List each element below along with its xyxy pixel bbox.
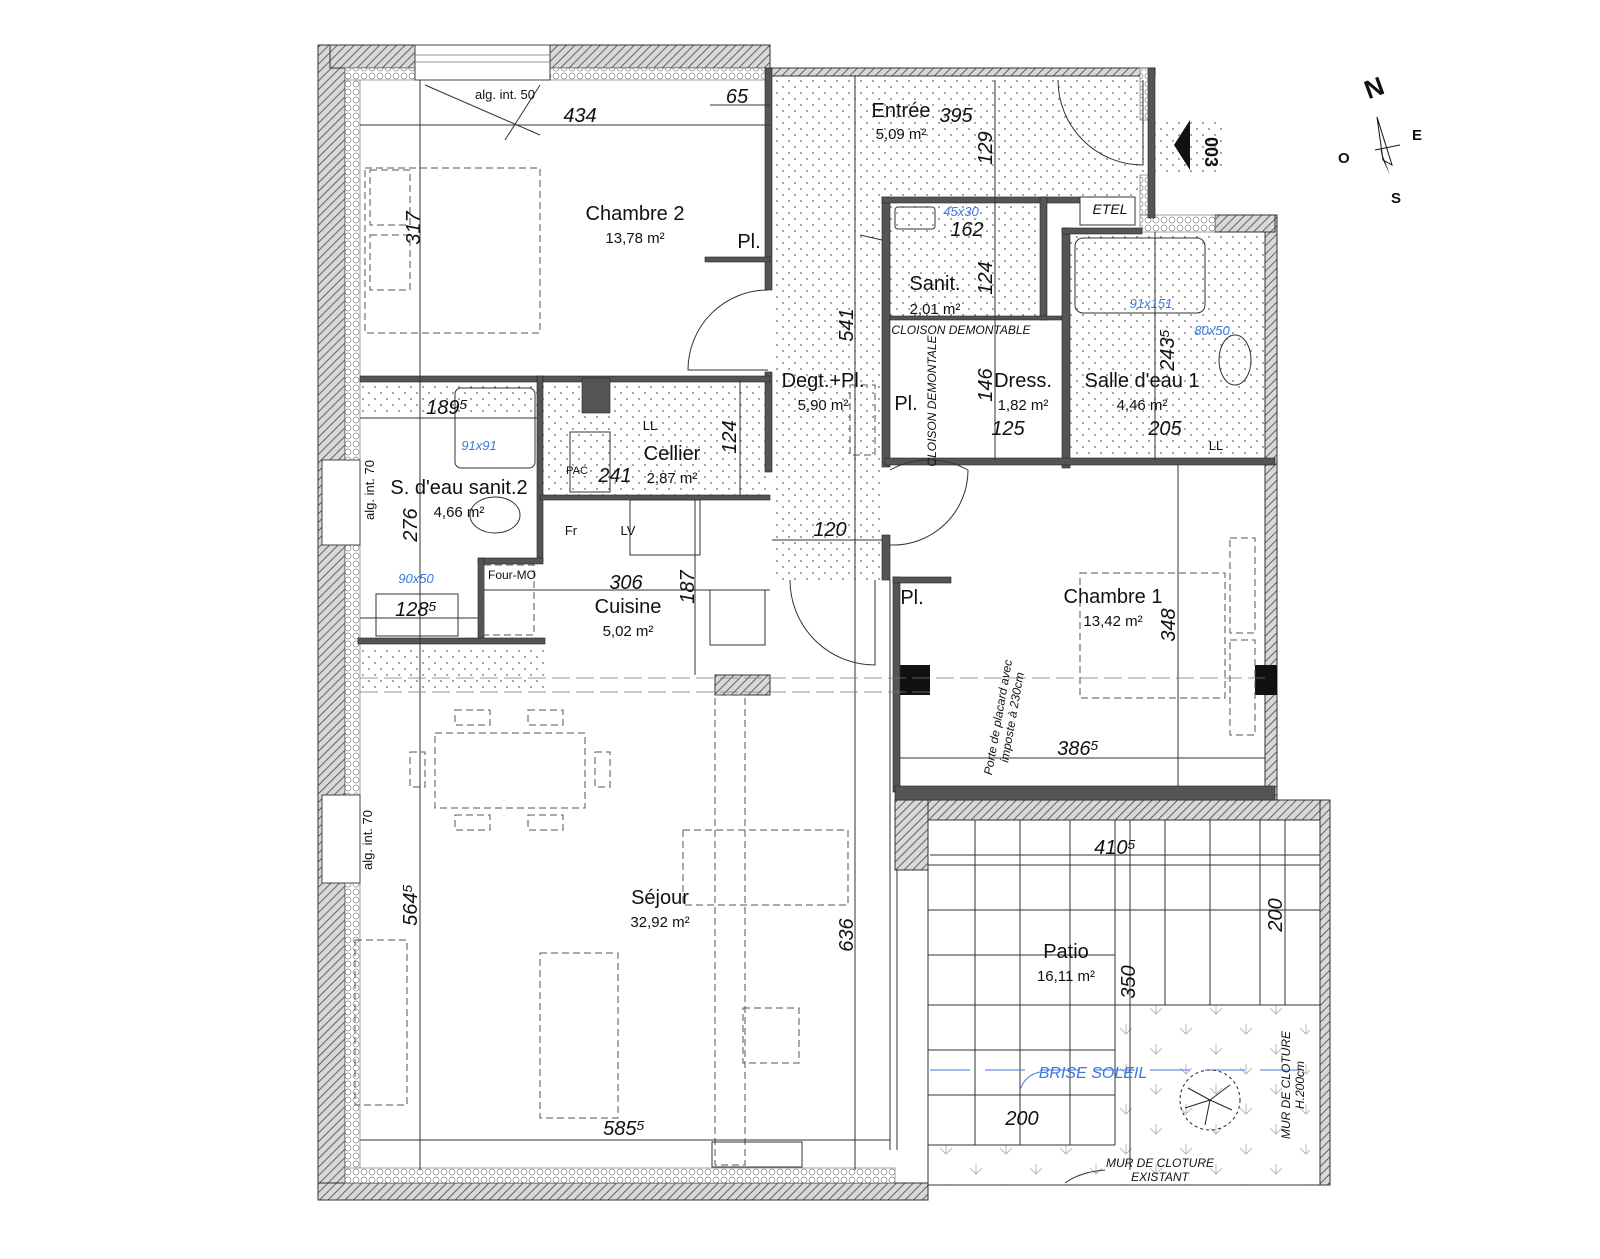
room-name-chambre2: Chambre 2 [586,203,685,225]
dim-65: 65 [726,86,749,108]
dim-162: 162 [950,219,983,241]
fence-wall-height-label: H.200cm [1293,1061,1307,1109]
dim-129: 129 [975,131,997,164]
existing-fence-label-1: MUR DE CLOTURE [1106,1156,1215,1170]
window-label-alg70a: alg. int. 70 [362,460,377,520]
room-labels: Chambre 2 13,78 m² Entrée 5,09 m² Sanit.… [390,100,1199,985]
size-basin-sanit: 45x30 [943,204,979,219]
room-area-dress: 1,82 m² [998,397,1049,414]
room-area-entree: 5,09 m² [876,126,927,143]
room-area-salle-eau1: 4,46 m² [1117,397,1168,414]
size-shower2: 91x91 [461,438,496,453]
cloison-demontable-label: CLOISON DEMONTABLE [891,323,1031,337]
room-name-degt: Degt.+Pl. [782,370,865,392]
dim-317: 317 [403,210,425,244]
room-area-sejour: 32,92 m² [630,914,689,931]
dimension-lines [360,75,1320,1170]
etel-label: ETEL [1092,201,1127,217]
dim-348: 348 [1158,608,1180,641]
dim-395: 395 [939,105,973,127]
room-name-sejour: Séjour [631,887,689,909]
room-area-chambre1: 13,42 m² [1083,613,1142,630]
dim-2435: 243⁵ [1157,329,1179,372]
dim-124b: 124 [719,420,741,453]
dim-306: 306 [609,572,643,594]
cloison-demontale-label: CLOISON DEMONTALE [925,334,939,466]
tree-icon [1179,1069,1241,1131]
compass-east: E [1412,127,1422,144]
dim-124a: 124 [975,261,997,294]
room-name-patio: Patio [1043,941,1089,963]
dim-434: 434 [563,105,596,127]
size-basin-sde2: 90x50 [398,571,434,586]
dim-276: 276 [400,507,422,542]
room-area-patio: 16,11 m² [1037,968,1095,985]
closet-label-chambre1: Pl. [900,587,923,609]
dim-636: 636 [836,917,858,951]
dim-4105: 410⁵ [1094,837,1136,859]
closet-label-chambre2: Pl. [737,231,760,253]
room-area-cuisine: 5,02 m² [603,623,654,640]
furniture [354,167,1256,1168]
room-name-salle-eau1: Salle d'eau 1 [1084,370,1199,392]
room-name-entree: Entrée [872,100,931,122]
room-area-cellier: 2,87 m² [647,470,698,487]
room-name-cellier: Cellier [644,443,701,465]
entrance-marker: 003 [1174,120,1221,170]
room-name-sanit: Sanit. [909,273,960,295]
dim-1895: 189⁵ [426,397,468,419]
exterior-walls [317,44,1331,1201]
dim-205: 205 [1147,418,1182,440]
oven-label: Four-MO [488,568,536,582]
size-shower1: 91x151 [1130,296,1173,311]
dimension-values: 434 65 317 395 129 162 124 541 243⁵ 146 … [395,86,1287,1140]
room-area-degt: 5,90 m² [798,397,849,414]
closet-label-degt: Pl. [894,393,917,415]
room-name-cuisine: Cuisine [595,596,662,618]
compass-south: S [1391,190,1401,207]
laundry-label-2: LL [1209,438,1223,453]
room-name-chambre1: Chambre 1 [1064,586,1163,608]
room-name-sdeau2: S. d'eau sanit.2 [390,477,527,499]
dim-200a: 200 [1265,898,1287,932]
equipment-sizes: 91x151 91x91 45x30 80x50 90x50 [398,204,1230,586]
brise-soleil-label: BRISE SOLEIL [1039,1065,1148,1082]
dim-541: 541 [836,308,858,341]
dim-1285: 128⁵ [395,599,437,621]
existing-fence-label-2: EXISTANT [1131,1170,1190,1184]
compass-west: O [1338,150,1350,167]
compass-north: N [1360,70,1388,105]
dim-5855: 585⁵ [603,1118,645,1140]
dim-5645: 564⁵ [400,884,422,926]
window-label-alg70b: alg. int. 70 [360,810,375,870]
room-area-sanit: 2,01 m² [910,301,961,318]
patio-deck [927,819,1321,1186]
window-label-alg50: alg. int. 50 [475,87,535,102]
room-name-dress: Dress. [994,370,1052,392]
dim-125: 125 [991,418,1025,440]
dim-350: 350 [1118,965,1140,998]
fence-wall-label-1: MUR DE CLOTURE [1279,1030,1293,1139]
laundry-label-1: LL [643,418,657,433]
dim-146: 146 [975,367,997,401]
dim-3865: 386⁵ [1057,738,1099,760]
fridge-label: Fr [565,523,578,538]
dim-200b: 200 [1004,1108,1038,1130]
dim-241: 241 [597,465,631,487]
size-basin-sde1: 80x50 [1194,323,1230,338]
room-area-sdeau2: 4,66 m² [434,504,485,521]
lot-number: 003 [1201,137,1221,167]
interior-walls [357,67,1276,1150]
doors [424,79,1144,666]
dishwasher-label: LV [621,523,636,538]
room-area-chambre2: 13,78 m² [605,230,664,247]
dim-187: 187 [677,569,699,603]
heat-pump-label: PAC [566,465,588,477]
dim-120: 120 [813,519,846,541]
compass-icon: N E O S [1338,70,1422,207]
